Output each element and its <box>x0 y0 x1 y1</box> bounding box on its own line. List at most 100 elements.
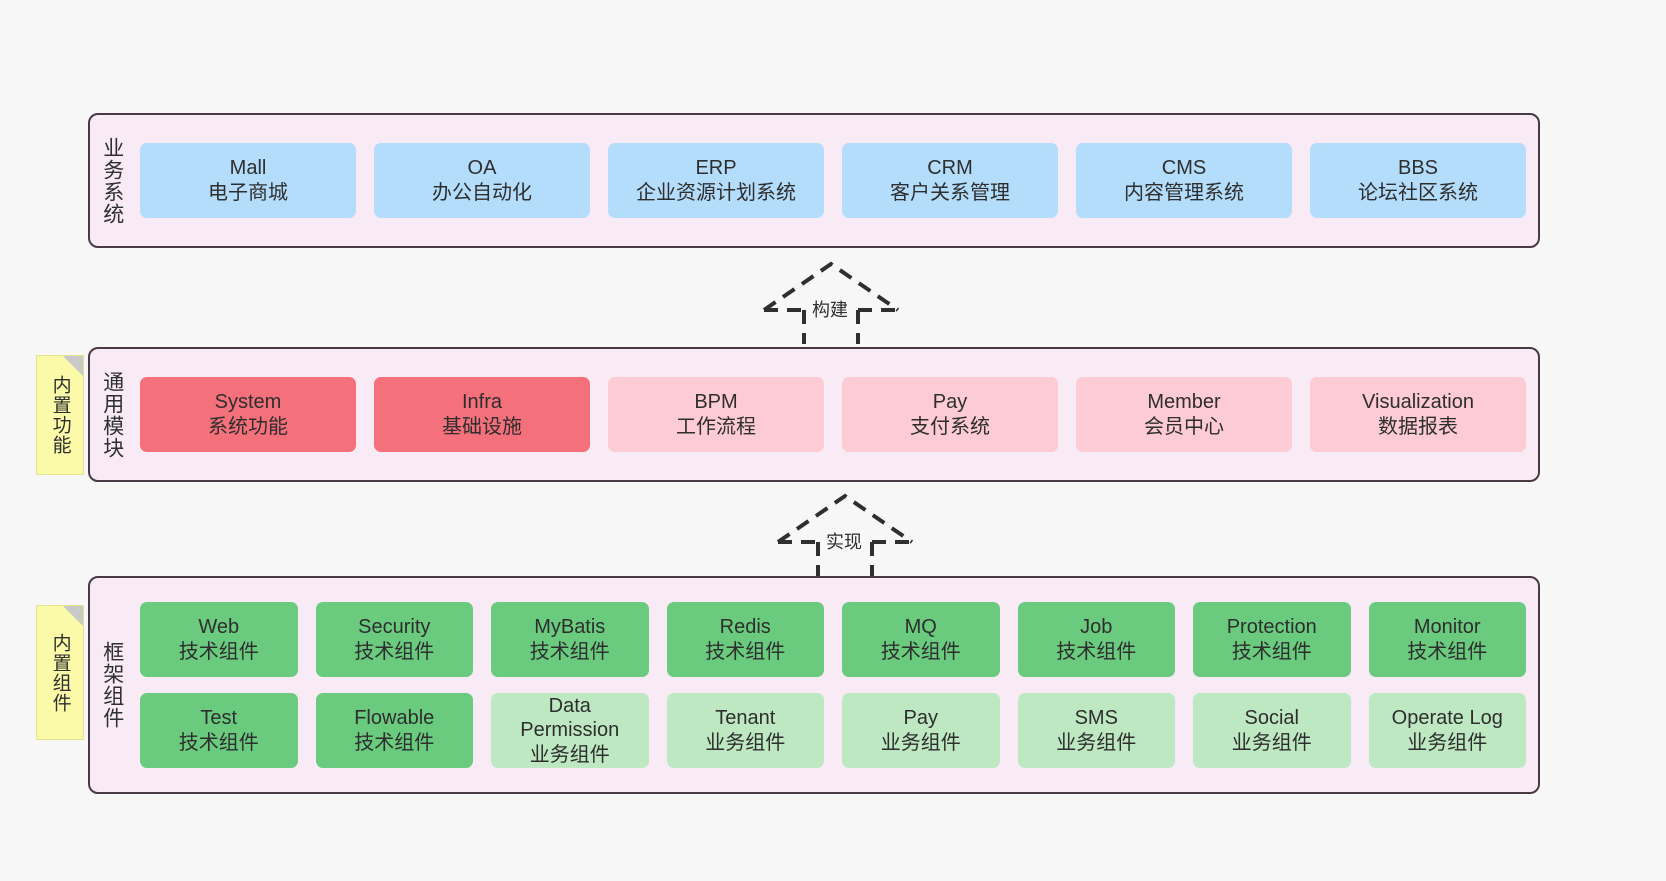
node-subtitle: 企业资源计划系统 <box>636 181 796 204</box>
node-subtitle: 技术组件 <box>1056 640 1137 663</box>
node-title: Security <box>358 616 431 639</box>
node-title: Web <box>198 616 240 639</box>
node-protection[interactable]: Protection 技术组件 <box>1193 602 1351 677</box>
layer-body-business: Mall 电子商城 OA 办公自动化 ERP 企业资源计划系统 CRM 客户关系… <box>134 115 1538 246</box>
layer-body-frame: Web 技术组件 Security 技术组件 MyBatis 技术组件 Redi… <box>134 578 1538 792</box>
node-erp[interactable]: ERP 企业资源计划系统 <box>608 143 824 218</box>
layer-row: Mall 电子商城 OA 办公自动化 ERP 企业资源计划系统 CRM 客户关系… <box>140 143 1526 218</box>
node-subtitle: 内容管理系统 <box>1124 181 1244 204</box>
node-title: Tenant <box>715 707 776 730</box>
node-title: Visualization <box>1362 391 1474 414</box>
node-operate-log[interactable]: Operate Log 业务组件 <box>1368 693 1526 768</box>
node-subtitle: 业务组件 <box>705 731 786 754</box>
node-subtitle: 技术组件 <box>529 640 610 663</box>
node-social[interactable]: Social 业务组件 <box>1193 693 1351 768</box>
layer-common-modules: 通用模块 System 系统功能 Infra 基础设施 BPM 工作流程 Pay… <box>88 347 1540 482</box>
node-subtitle: 会员中心 <box>1144 415 1224 438</box>
node-title: Member <box>1147 391 1221 414</box>
node-title: CMS <box>1161 157 1207 180</box>
layer-title-frame: 框架组件 <box>100 641 124 729</box>
arrow-implement: 实现 <box>770 490 920 576</box>
node-title: OA <box>467 157 497 180</box>
node-test[interactable]: Test 技术组件 <box>140 693 298 768</box>
node-title: BBS <box>1397 157 1439 180</box>
node-title: CRM <box>927 157 973 180</box>
node-bbs[interactable]: BBS 论坛社区系统 <box>1310 143 1526 218</box>
node-title: Protection <box>1226 616 1317 639</box>
layer-body-common: System 系统功能 Infra 基础设施 BPM 工作流程 Pay 支付系统… <box>134 349 1538 480</box>
dashed-arrow-up-icon <box>762 261 900 344</box>
node-title: Pay <box>903 707 938 730</box>
node-pay-module[interactable]: Pay 支付系统 <box>842 377 1058 452</box>
layer-framework-components: 框架组件 Web 技术组件 Security 技术组件 MyBatis 技术组件… <box>88 576 1540 794</box>
node-title: Mall <box>229 157 267 180</box>
node-subtitle: 工作流程 <box>676 415 756 438</box>
node-title: MQ <box>904 616 937 639</box>
layer-row: Web 技术组件 Security 技术组件 MyBatis 技术组件 Redi… <box>140 602 1526 677</box>
node-mq[interactable]: MQ 技术组件 <box>842 602 1000 677</box>
node-subtitle: 系统功能 <box>208 415 288 438</box>
node-subtitle: 客户关系管理 <box>890 181 1010 204</box>
node-subtitle: 基础设施 <box>442 415 522 438</box>
node-crm[interactable]: CRM 客户关系管理 <box>842 143 1058 218</box>
node-subtitle: 业务组件 <box>880 731 961 754</box>
node-subtitle: 技术组件 <box>880 640 961 663</box>
node-system[interactable]: System 系统功能 <box>140 377 356 452</box>
node-mybatis[interactable]: MyBatis 技术组件 <box>491 602 649 677</box>
node-title: Pay <box>932 391 968 414</box>
node-subtitle: 业务组件 <box>1407 731 1488 754</box>
node-subtitle: 数据报表 <box>1378 415 1458 438</box>
node-title: MyBatis <box>534 616 606 639</box>
node-subtitle: 技术组件 <box>1231 640 1312 663</box>
node-data-permission[interactable]: Data Permission 业务组件 <box>491 693 649 768</box>
node-title: Social <box>1244 707 1299 730</box>
node-visualization[interactable]: Visualization 数据报表 <box>1310 377 1526 452</box>
node-title: Monitor <box>1413 616 1481 639</box>
node-subtitle: 技术组件 <box>354 731 435 754</box>
node-security[interactable]: Security 技术组件 <box>315 602 473 677</box>
node-sms[interactable]: SMS 业务组件 <box>1017 693 1175 768</box>
node-title: Infra <box>461 391 503 414</box>
node-title: Data Permission <box>520 694 620 742</box>
node-title: Test <box>200 707 238 730</box>
node-subtitle: 办公自动化 <box>432 181 532 204</box>
layer-row: System 系统功能 Infra 基础设施 BPM 工作流程 Pay 支付系统… <box>140 377 1526 452</box>
node-subtitle: 技术组件 <box>705 640 786 663</box>
node-member[interactable]: Member 会员中心 <box>1076 377 1292 452</box>
node-subtitle: 技术组件 <box>178 731 259 754</box>
node-pay-component[interactable]: Pay 业务组件 <box>842 693 1000 768</box>
node-bpm[interactable]: BPM 工作流程 <box>608 377 824 452</box>
node-title: SMS <box>1074 707 1118 730</box>
node-subtitle: 技术组件 <box>1407 640 1488 663</box>
layer-title-business: 业务系统 <box>100 136 124 225</box>
node-title: Flowable <box>354 707 435 730</box>
node-web[interactable]: Web 技术组件 <box>140 602 298 677</box>
node-job[interactable]: Job 技术组件 <box>1017 602 1175 677</box>
node-subtitle: 业务组件 <box>1056 731 1137 754</box>
node-tenant[interactable]: Tenant 业务组件 <box>666 693 824 768</box>
node-subtitle: 业务组件 <box>1231 731 1312 754</box>
node-infra[interactable]: Infra 基础设施 <box>374 377 590 452</box>
node-subtitle: 支付系统 <box>910 415 990 438</box>
node-title: System <box>214 391 282 414</box>
node-title: ERP <box>695 157 737 180</box>
node-subtitle: 业务组件 <box>529 743 610 766</box>
node-subtitle: 技术组件 <box>354 640 435 663</box>
sticky-note-builtin-features: 内置功能 <box>36 355 84 475</box>
node-cms[interactable]: CMS 内容管理系统 <box>1076 143 1292 218</box>
dashed-arrow-up-icon <box>776 493 914 576</box>
node-oa[interactable]: OA 办公自动化 <box>374 143 590 218</box>
arrow-build: 构建 <box>756 258 906 344</box>
node-title: Job <box>1080 616 1113 639</box>
node-flowable[interactable]: Flowable 技术组件 <box>315 693 473 768</box>
node-mall[interactable]: Mall 电子商城 <box>140 143 356 218</box>
node-subtitle: 电子商城 <box>208 181 288 204</box>
node-title: Operate Log <box>1391 707 1503 730</box>
node-title: BPM <box>694 391 738 414</box>
node-monitor[interactable]: Monitor 技术组件 <box>1368 602 1526 677</box>
layer-row: Test 技术组件 Flowable 技术组件 Data Permission … <box>140 693 1526 768</box>
node-title: Redis <box>719 616 771 639</box>
node-subtitle: 技术组件 <box>178 640 259 663</box>
node-redis[interactable]: Redis 技术组件 <box>666 602 824 677</box>
